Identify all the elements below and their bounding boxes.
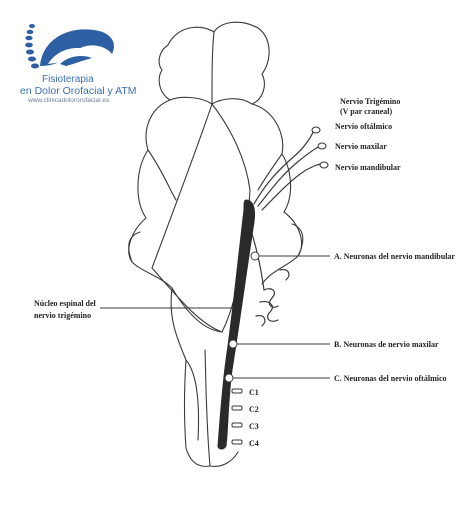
label-neurons-mandibular: A. Neuronas del nervio mandibular: [334, 252, 455, 261]
logo-title: Fisioterapia: [42, 74, 94, 85]
label-trigeminal-title-2: (V par craneal): [340, 107, 392, 116]
c1-nerve-stub: [231, 388, 243, 394]
mandibular-nerve-end: [319, 161, 329, 169]
ophthalmic-nerve-end: [311, 126, 321, 134]
c2-nerve-stub: [231, 405, 243, 411]
trigeminal-trunk: [253, 129, 315, 205]
label-neurons-ophthalmic: C. Neuronas del nervio oftálmico: [334, 374, 447, 383]
label-neurons-maxillary: B. Neuronas de nervio maxilar: [334, 340, 439, 349]
label-c1: C1: [249, 388, 259, 397]
neuron-c-marker: [224, 373, 234, 383]
label-c3: C3: [249, 422, 259, 431]
neuron-a-marker: [250, 251, 260, 261]
spinal-nucleus-band: [217, 199, 255, 450]
c4-nerve-stub: [231, 439, 243, 445]
logo-website: www.clinicadolororofacial.es: [28, 97, 110, 104]
maxillary-nerve-end: [317, 142, 327, 150]
c3-nerve-stub: [231, 422, 243, 428]
label-c2: C2: [249, 405, 259, 414]
brainstem-body-outline: [128, 99, 211, 467]
label-ophthalmic: Nervio oftálmico: [335, 122, 392, 131]
spine-head-logo-icon: [25, 24, 114, 69]
label-spinal-nucleus-2: nervio trigémino: [34, 311, 91, 320]
label-maxillary: Nervio maxilar: [335, 142, 387, 151]
label-mandibular: Nervio mandibular: [335, 163, 401, 172]
label-c4: C4: [249, 439, 259, 448]
neuron-b-marker: [228, 339, 238, 349]
label-spinal-nucleus-1: Núcleo espinal del: [34, 299, 97, 308]
label-trigeminal-title-1: Nervio Trigémino: [340, 97, 400, 106]
logo-subtitle: en Dolor Orofacial y ATM: [20, 85, 137, 97]
